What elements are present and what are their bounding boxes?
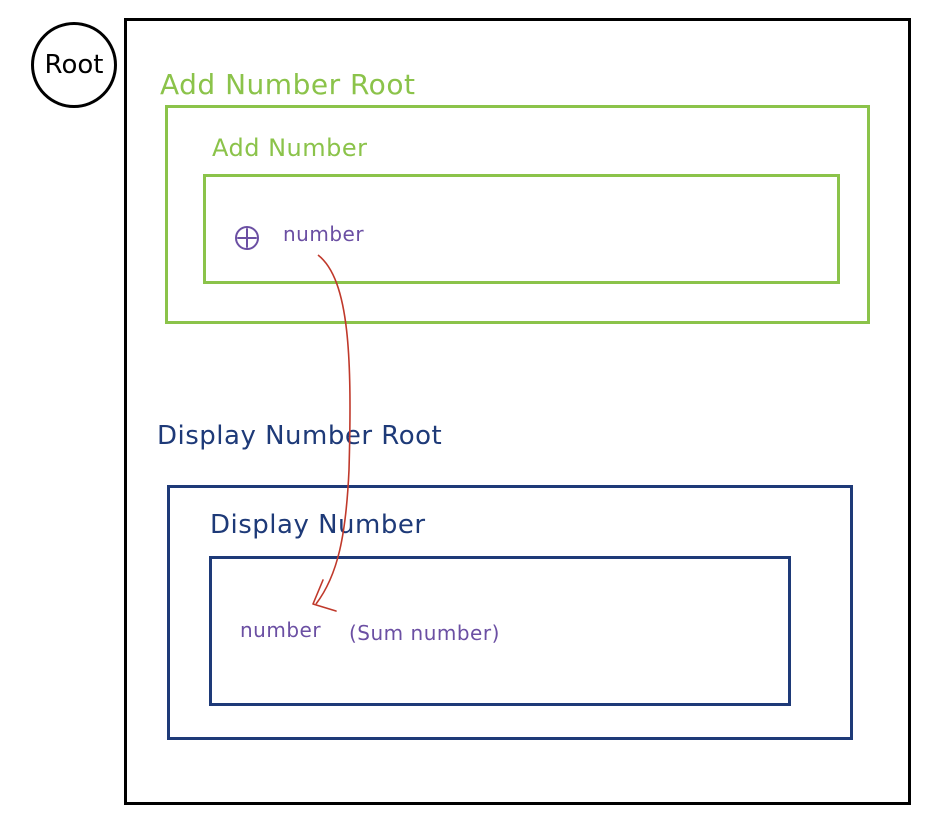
add-number-root-box	[165, 105, 870, 324]
display-number-root-box	[167, 485, 853, 740]
display-number-label: Display Number	[210, 510, 426, 540]
sum-number-label: (Sum number)	[349, 621, 500, 645]
display-number-root-label: Display Number Root	[157, 421, 443, 451]
add-number-box	[203, 174, 840, 284]
add-number-value-label: number	[283, 222, 365, 246]
root-frame	[124, 18, 911, 805]
add-number-root-label: Add Number Root	[160, 68, 416, 101]
root-label: Root	[31, 22, 117, 108]
add-number-label: Add Number	[212, 134, 368, 162]
display-number-value-label: number	[240, 618, 322, 642]
plus-circle-icon	[235, 226, 259, 250]
display-number-box	[209, 556, 791, 706]
